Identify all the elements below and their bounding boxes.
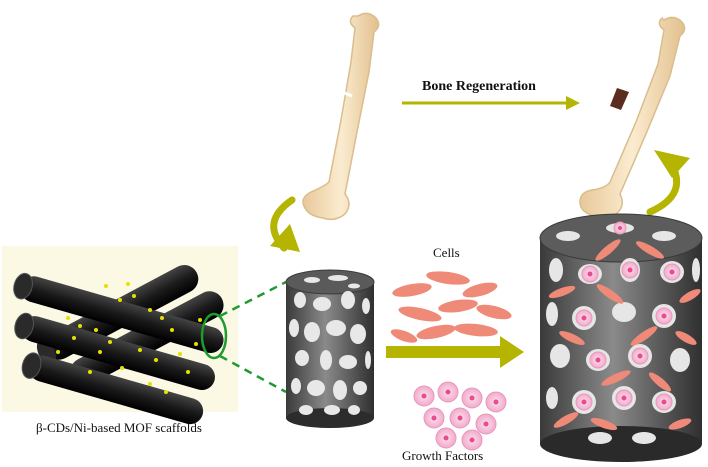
mof-rod-scaffold-inset [0, 246, 238, 428]
scaffolds-label: β-CDs/Ni-based MOF scaffolds [36, 420, 202, 436]
porous-scaffold-small [286, 270, 374, 428]
growth-factors-label: Growth Factors [402, 448, 483, 464]
regeneration-curved-arrow [650, 150, 690, 212]
implant-curved-arrow [270, 200, 300, 252]
growth-factors-cluster [414, 382, 506, 450]
fractured-bone [303, 13, 379, 219]
bone-regeneration-label: Bone Regeneration [422, 79, 536, 95]
bone-regeneration-arrow [402, 96, 580, 110]
cells-cluster [389, 269, 513, 345]
seeded-scaffold-large [540, 214, 702, 462]
cells-label: Cells [433, 245, 460, 261]
regenerated-bone [580, 17, 685, 217]
